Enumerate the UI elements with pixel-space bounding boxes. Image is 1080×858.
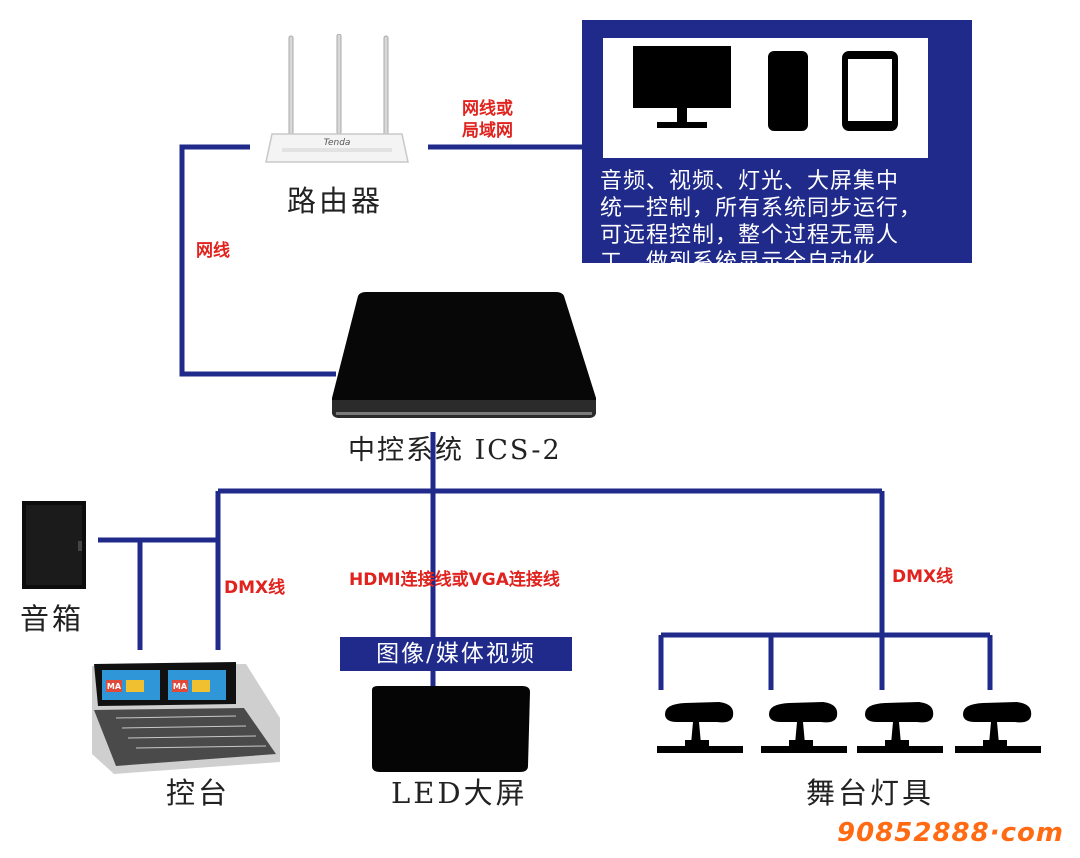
media-banner: 图像/媒体视频 [340, 637, 572, 671]
router-box-link-label: 网线或 局域网 [462, 98, 513, 142]
led-screen-label: LED大屏 [391, 776, 528, 810]
info-description: 音频、视频、灯光、大屏集中 统一控制，所有系统同步运行， 可远程控制，整个过程无… [600, 168, 954, 276]
router-controller-link-label: 网线 [196, 241, 230, 261]
console-icon: MA MA [92, 662, 280, 774]
stage-lights-label: 舞台灯具 [806, 776, 935, 810]
router-box-link-label-line1: 网线或 [462, 99, 513, 119]
info-line: 可远程控制，整个过程无需人 [600, 223, 900, 248]
led-screen-icon [372, 686, 530, 772]
router-label: 路由器 [287, 184, 384, 218]
monitor-icon [633, 46, 731, 128]
lights-dmx-label: DMX线 [892, 567, 954, 587]
watermark: 90852888·com [837, 818, 1064, 848]
stage-light-icon [955, 702, 1041, 753]
screen-link-label: HDMI连接线或VGA连接线 [349, 570, 560, 590]
router-icon: Tenda [265, 34, 409, 163]
router-brand-text: Tenda [324, 138, 351, 148]
speaker-icon [22, 501, 86, 589]
controller-icon [332, 292, 596, 418]
tablet-icon [842, 51, 898, 131]
stage-light-icon [857, 702, 943, 753]
device-panel [603, 38, 928, 158]
stage-lights-icons [657, 702, 1041, 753]
console-dmx-label: DMX线 [224, 578, 286, 598]
console-brand-left: MA [107, 682, 122, 691]
speaker-label: 音箱 [20, 602, 85, 636]
console-label: 控台 [166, 776, 231, 810]
phone-icon [768, 51, 808, 131]
router-box-link-label-line2: 局域网 [462, 121, 513, 141]
info-line: 统一控制，所有系统同步运行， [600, 196, 923, 221]
info-line: 工，做到系统显示全自动化。 [600, 250, 900, 275]
stage-light-icon [761, 702, 847, 753]
console-brand-right: MA [173, 682, 188, 691]
stage-light-icon [657, 702, 743, 753]
wire-router-controller [179, 144, 336, 377]
info-box: 音频、视频、灯光、大屏集中 统一控制，所有系统同步运行， 可远程控制，整个过程无… [582, 20, 972, 275]
info-line: 音频、视频、灯光、大屏集中 [600, 169, 900, 194]
controller-label: 中控系统 ICS-2 [348, 435, 562, 466]
